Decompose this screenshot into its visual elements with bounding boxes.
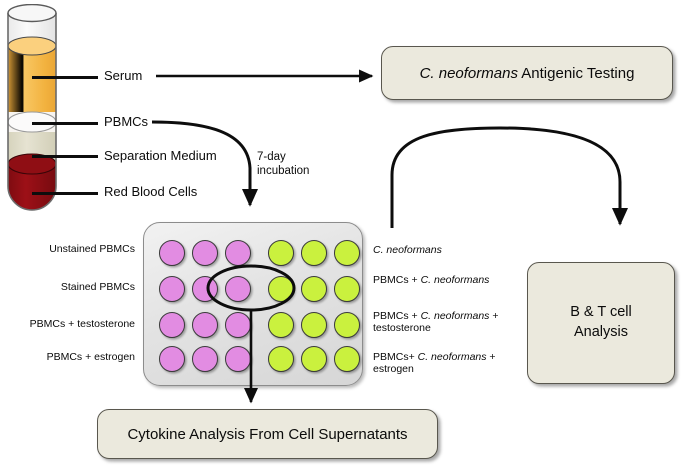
plate-well-r1-c1[interactable] [159,240,185,266]
leader-line-red-blood-cells [32,192,98,195]
plate-row-label-unstained-pbmcs: Unstained PBMCs [49,243,135,255]
plate-well-r2-c3[interactable] [225,276,251,302]
plate-well-r3-c4[interactable] [268,312,294,338]
tube-label-serum: Serum [104,68,143,83]
serum-meniscus [8,36,56,56]
plate-well-r4-c5[interactable] [301,346,327,372]
cond-3-italic: C. neoformans [417,351,487,363]
box-bt-cell-analysis-text: B & T cell Analysis [570,303,632,342]
plate-well-r1-c5[interactable] [301,240,327,266]
leader-line-pbmcs [32,122,98,125]
leader-line-serum [32,76,98,79]
tube-graphic [7,4,57,211]
cond-0-italic: C. neoformans [373,244,442,256]
cond-2-post: + testosterone [373,310,499,335]
cond-3-pre: PBMCs+ [373,351,418,363]
plate-well-r4-c6[interactable] [334,346,360,372]
arrow-plate-to-bt-cell-analysis [390,126,629,228]
plate-well-r1-c4[interactable] [268,240,294,266]
blood-separation-tube [6,4,58,212]
plate-well-r2-c6[interactable] [334,276,360,302]
tube-layers [8,13,56,210]
tube-label-separation-medium: Separation Medium [104,148,217,163]
rbc-meniscus [8,153,56,175]
box-bt-cell-analysis[interactable]: B & T cell Analysis [527,262,675,384]
plate-row-label-pbmcs-testosterone: PBMCs + testosterone [29,318,135,330]
tube-layer-serum [8,44,56,116]
plate-condition-label-pbmcs-c-neoformans-estrogen: PBMCs+ C. neoformans + estrogen [373,351,523,376]
cond-2-pre: PBMCs + [373,310,421,322]
plate-well-r2-c4[interactable] [268,276,294,302]
plate-well-r4-c4[interactable] [268,346,294,372]
plate-condition-label-pbmcs-c-neoformans: PBMCs + C. neoformans [373,274,523,286]
plate-well-r1-c6[interactable] [334,240,360,266]
cond-1-italic: C. neoformans [420,274,490,286]
plate-well-r2-c2[interactable] [192,276,218,302]
plate-well-r3-c1[interactable] [159,312,185,338]
incubation-line-1: 7-day [257,151,286,163]
cond-1-pre: PBMCs + [373,274,421,286]
plate-well-r2-c5[interactable] [301,276,327,302]
plate-condition-label-c-neoformans: C. neoformans [373,244,523,256]
plate-row-label-pbmcs-estrogen: PBMCs + estrogen [46,351,135,363]
leader-line-separation-medium [32,155,98,158]
plate-well-r3-c5[interactable] [301,312,327,338]
box-antigenic-testing[interactable]: C. neoformans Antigenic Testing [381,46,673,100]
plate-well-r3-c3[interactable] [225,312,251,338]
plate-well-r2-c1[interactable] [159,276,185,302]
plate-well-r3-c6[interactable] [334,312,360,338]
box-antigenic-testing-text: C. neoformans Antigenic Testing [420,65,635,82]
tube-label-pbmcs: PBMCs [104,114,149,129]
box-bt-line-2: Analysis [574,324,628,340]
plate-well-r1-c2[interactable] [192,240,218,266]
incubation-line-2: incubation [257,165,310,178]
plate-well-r4-c3[interactable] [225,346,251,372]
cond-3-post: + estrogen [373,351,496,376]
incubation-label: 7-day incubation [257,150,337,179]
tube-label-red-blood-cells: Red Blood Cells [104,184,198,199]
plate-condition-label-pbmcs-c-neoformans-testosterone: PBMCs + C. neoformans + testosterone [373,310,523,335]
plate-well-r1-c3[interactable] [225,240,251,266]
cell-culture-plate[interactable] [143,222,363,386]
plate-row-label-stained-pbmcs: Stained PBMCs [60,281,135,293]
plate-well-r3-c2[interactable] [192,312,218,338]
box-cytokine-analysis[interactable]: Cytokine Analysis From Cell Supernatants [97,409,438,459]
plate-well-r4-c1[interactable] [159,346,185,372]
tube-rim [7,4,57,23]
box-antigenic-testing-suffix: Antigenic Testing [517,64,635,82]
box-bt-line-1: B & T cell [570,304,632,321]
box-cytokine-analysis-text: Cytokine Analysis From Cell Supernatants [127,425,408,443]
cond-2-italic: C. neoformans [420,310,490,322]
species-name-italic: C. neoformans [419,64,518,82]
plate-well-r4-c2[interactable] [192,346,218,372]
